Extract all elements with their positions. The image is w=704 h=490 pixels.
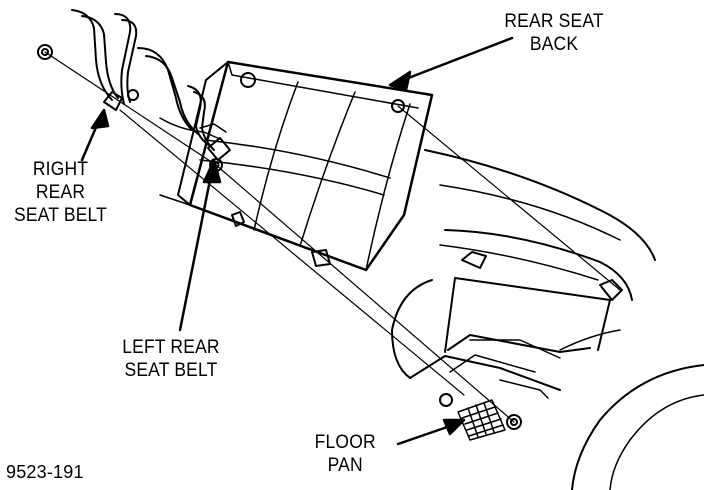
floor-pan-label: FLOOR PAN	[315, 431, 376, 477]
rear-seat-back-panel	[159, 60, 434, 272]
figure-id-label: 9523-191	[6, 462, 84, 482]
right-rear-seat-belt-label-line-2: REAR	[35, 182, 86, 203]
right-rear-seat-belt-label-line-1: RIGHT	[32, 159, 89, 180]
left-rear-seat-belt-label-line-2: SEAT BELT	[124, 360, 218, 381]
left-rear-seat-belt-label: LEFT REAR SEAT BELT	[122, 336, 220, 382]
rear-seat-back-label: REAR SEAT BACK	[504, 10, 603, 56]
right-rear-seat-belt-label-line-3: SEAT BELT	[14, 205, 108, 226]
rear-seat-back-label-line-1: REAR SEAT	[504, 11, 604, 32]
vehicle-body-outline	[424, 149, 704, 490]
floor-pan-hatch	[457, 399, 506, 441]
left-rear-seat-belt-label-line-1: LEFT REAR	[122, 337, 220, 358]
floor-pan-label-line-1: FLOOR	[314, 432, 376, 453]
right-rear-seat-belt-label: RIGHT REAR SEAT BELT	[14, 158, 107, 227]
floor-pan-recess	[391, 251, 623, 399]
alignment-lines	[44, 51, 621, 423]
floor-pan-label-line-2: PAN	[327, 455, 363, 476]
seat-belt-webbing	[71, 9, 231, 161]
rear-seat-back-label-line-2: BACK	[529, 34, 579, 55]
leader-arrows	[80, 36, 514, 446]
